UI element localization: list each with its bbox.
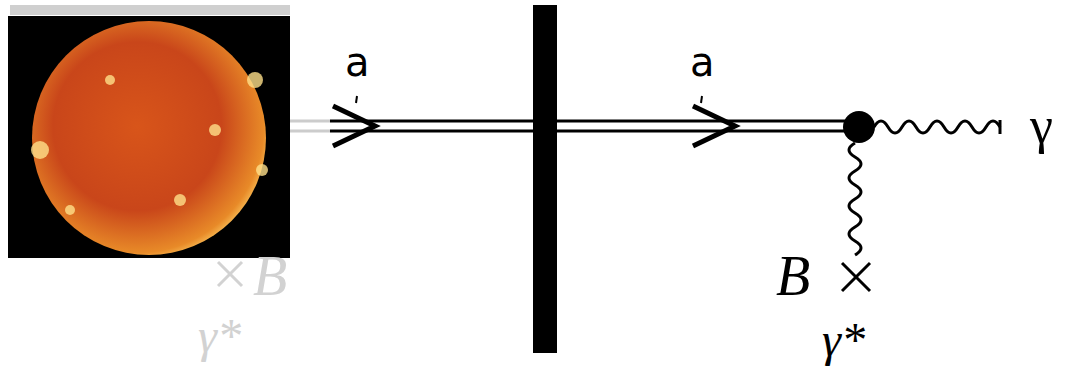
- axion-line: [330, 106, 533, 146]
- field-label: B: [253, 248, 287, 304]
- field-label: B: [776, 248, 810, 304]
- photon-line: [874, 121, 1000, 133]
- virtual-photon-label: γ*: [822, 316, 865, 364]
- photon-line: [849, 143, 861, 255]
- prime-mark: [701, 96, 702, 103]
- sun-disc: [32, 21, 266, 255]
- wall: [533, 5, 557, 353]
- grey-bar: [10, 5, 290, 15]
- particle-label: a: [345, 42, 370, 82]
- vertex-dot: [843, 111, 875, 143]
- photon-label: γ: [1030, 100, 1053, 152]
- sun-background: [8, 16, 290, 258]
- faded-line: [290, 121, 330, 131]
- prime-mark: [356, 96, 357, 103]
- virtual-photon-label: γ*: [198, 312, 241, 360]
- cross-mark: [842, 263, 870, 291]
- particle-label: a: [690, 42, 715, 82]
- cross-mark: [218, 262, 242, 286]
- sun-flares: [31, 72, 268, 215]
- photon-end: [999, 120, 1002, 134]
- axion-line: [557, 106, 855, 146]
